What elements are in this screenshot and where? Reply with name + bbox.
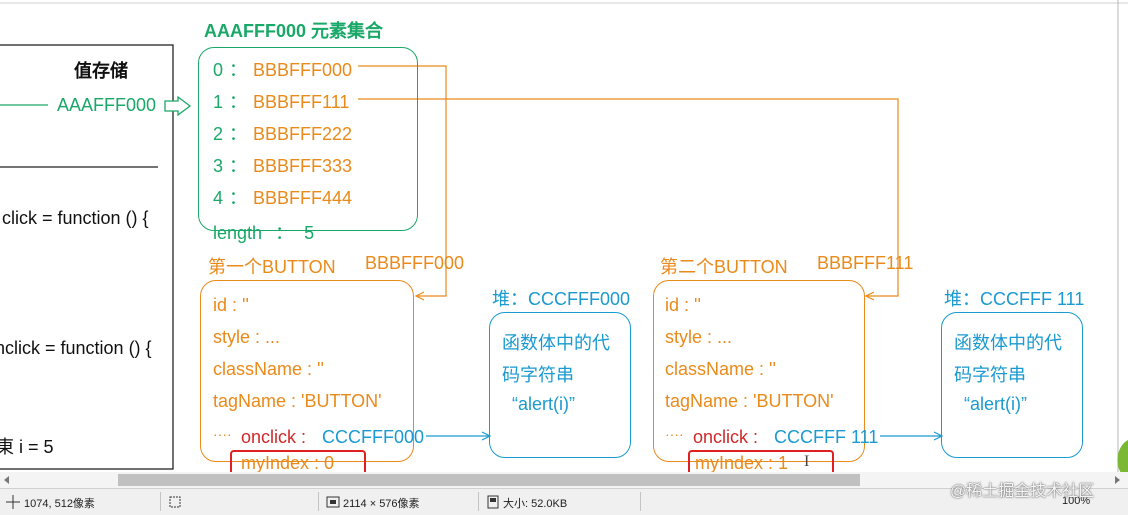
- button1-onclick-value: CCCFFF000: [322, 427, 425, 447]
- collection-row-value: BBBFFF333: [253, 156, 353, 176]
- collection-row-sep: ：: [229, 92, 248, 112]
- collection-row: 0：BBBFFF000: [213, 56, 352, 82]
- button1-style: style : ...: [213, 327, 281, 347]
- code-line-3: 東 i = 5: [0, 437, 54, 457]
- button1-tagname: tagName : 'BUTTON': [213, 391, 382, 411]
- scroll-left-icon[interactable]: [2, 475, 12, 485]
- code-line-2: nclick = function () {: [0, 338, 152, 358]
- button2-heading: 第二个BUTTON: [660, 257, 788, 277]
- button2-classname: className : '': [665, 359, 776, 379]
- file-size: 大小: 52.0KB: [503, 498, 568, 510]
- button1-dots: ····: [213, 426, 232, 442]
- button1-address: BBBFFF000: [365, 253, 465, 273]
- collection-row-index: 4: [213, 188, 224, 208]
- heap2-line1: 函数体中的代: [954, 333, 1062, 353]
- scrollbar-thumb[interactable]: [118, 474, 860, 486]
- button1-id: id : '': [213, 295, 249, 315]
- button2-onclick-label: onclick :: [693, 427, 759, 447]
- collection-row-value: BBBFFF444: [253, 188, 353, 208]
- horizontal-scrollbar[interactable]: [0, 472, 1128, 488]
- collection-row-sep: ：: [229, 124, 248, 144]
- button2-id: id : '': [665, 295, 701, 315]
- image-size-icon: [326, 496, 340, 508]
- collection-title: AAAFFF000 元素集合: [204, 21, 384, 41]
- heap2-line3: “alert(i)”: [964, 394, 1027, 414]
- decorative-blob-icon: [1117, 440, 1128, 480]
- heap2-title: 堆：CCCFFF 111: [944, 289, 1085, 309]
- cursor-position-icon: [6, 495, 20, 509]
- button1-classname: className : '': [213, 359, 324, 379]
- collection-box: [198, 47, 418, 231]
- collection-row: 1：BBBFFF111: [213, 88, 349, 114]
- button1-onclick-label: onclick :: [241, 427, 307, 447]
- button1-heading: 第一个BUTTON: [208, 257, 336, 277]
- button2-myindex: myIndex : 1: [695, 453, 789, 473]
- code-line-1: click = function () {: [2, 208, 149, 228]
- selection-icon: [169, 496, 181, 508]
- collection-row: 2：BBBFFF222: [213, 120, 352, 146]
- heap1-line1: 函数体中的代: [502, 333, 610, 353]
- length-sep: ：: [275, 223, 294, 243]
- status-bar: 1074, 512像素 2114 × 576像素 大小: 52.0KB 100%: [0, 488, 1128, 515]
- cursor-position: 1074, 512像素: [24, 498, 95, 510]
- collection-row-value: BBBFFF000: [253, 60, 353, 80]
- heap2-box: [941, 312, 1083, 458]
- collection-row-index: 0: [213, 60, 224, 80]
- collection-row: 4：BBBFFF444: [213, 184, 352, 210]
- value-store-address: AAAFFF000: [57, 95, 157, 115]
- button2-address: BBBFFF111: [817, 253, 914, 273]
- collection-length: length ： 5: [213, 219, 314, 245]
- file-size-icon: [487, 495, 499, 509]
- collection-row: 3：BBBFFF333: [213, 152, 352, 178]
- button1-myindex: myIndex : 0: [241, 453, 335, 473]
- heap1-line3: “alert(i)”: [512, 394, 575, 414]
- collection-row-sep: ：: [229, 60, 248, 80]
- heap1-title: 堆：CCCFFF000: [492, 289, 631, 309]
- heap1-line2: 码字符串: [502, 365, 574, 385]
- hollow-arrow-icon: [164, 95, 192, 117]
- heap2-line2: 码字符串: [954, 365, 1026, 385]
- collection-row-sep: ：: [229, 188, 248, 208]
- length-value: 5: [304, 223, 315, 243]
- collection-row-value: BBBFFF111: [253, 92, 350, 112]
- button2-tagname: tagName : 'BUTTON': [665, 391, 834, 411]
- length-label: length: [213, 223, 263, 243]
- button2-style: style : ...: [665, 327, 733, 347]
- collection-row-index: 1: [213, 92, 224, 112]
- collection-row-index: 3: [213, 156, 224, 176]
- button1-box: [200, 280, 414, 462]
- collection-row-sep: ：: [229, 156, 248, 176]
- collection-row-index: 2: [213, 124, 224, 144]
- scroll-right-icon[interactable]: [1112, 475, 1122, 485]
- watermark: @稀土掘金技术社区: [950, 483, 1095, 500]
- button2-onclick-value: CCCFFF 111: [774, 427, 879, 447]
- image-dimensions: 2114 × 576像素: [343, 498, 420, 510]
- value-store-title: 值存储: [74, 61, 128, 81]
- value-store-box: [0, 44, 174, 470]
- collection-row-value: BBBFFF222: [253, 124, 353, 144]
- zoom-level: 100%: [1062, 495, 1091, 507]
- button2-dots: ····: [665, 426, 684, 442]
- heap1-box: [489, 312, 631, 458]
- button2-box: [653, 280, 865, 462]
- text-cursor-icon: I: [804, 453, 810, 470]
